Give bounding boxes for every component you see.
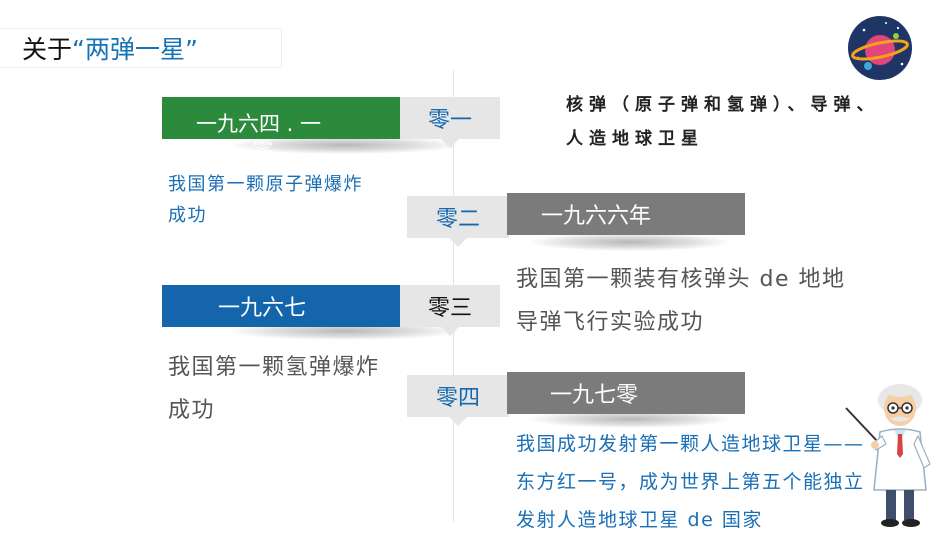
intro-text: 核弹（原子弹和氢弹）、导弹、人造地球卫星 — [566, 95, 880, 149]
doctor-illustration — [845, 384, 931, 527]
bar-shadow — [530, 410, 730, 428]
tab-02: 零二 — [407, 196, 509, 247]
tab-label: 零四 — [435, 386, 480, 411]
bar-shadow — [230, 136, 460, 154]
item-description-2: 我国第一颗装有核弹头 de 地地导弹飞行实验成功 — [516, 267, 846, 335]
tab-label: 零三 — [427, 296, 472, 321]
year-label-1967: 一九六七 — [217, 296, 306, 321]
tab-label: 零二 — [435, 207, 480, 232]
year-label-1964: 一九六四 . 一 — [196, 112, 322, 136]
tab-01: 零一 — [400, 97, 500, 148]
year-label-1970: 一九七零 — [549, 383, 638, 408]
bar-shadow — [530, 233, 730, 251]
year-bar-1966: 一九六六年 — [507, 193, 745, 235]
item-description-3: 我国第一颗氢弹爆炸成功 — [168, 355, 380, 423]
item-description-1: 我国第一颗原子弹爆炸成功 — [168, 174, 363, 226]
tab-label: 零一 — [427, 108, 472, 133]
tab-03: 零三 — [400, 285, 500, 336]
planet-icon — [848, 16, 912, 80]
tab-04: 零四 — [407, 375, 509, 426]
year-label-1964-wrap: 零 — [252, 138, 273, 162]
title-prefix: 关于 — [22, 35, 73, 64]
year-bar-1964 — [162, 97, 402, 139]
page-title: 关于 “两弹一星” — [0, 28, 282, 68]
year-label-1966: 一九六六年 — [540, 204, 651, 229]
item-description-4: 我国成功发射第一颗人造地球卫星——东方红一号，成为世界上第五个能独立发射人造地球… — [516, 433, 865, 531]
title-highlight: “两弹一星” — [72, 35, 198, 64]
year-bar-1970: 一九七零 — [507, 372, 745, 414]
year-bar-1967: 一九六七 — [162, 285, 402, 327]
